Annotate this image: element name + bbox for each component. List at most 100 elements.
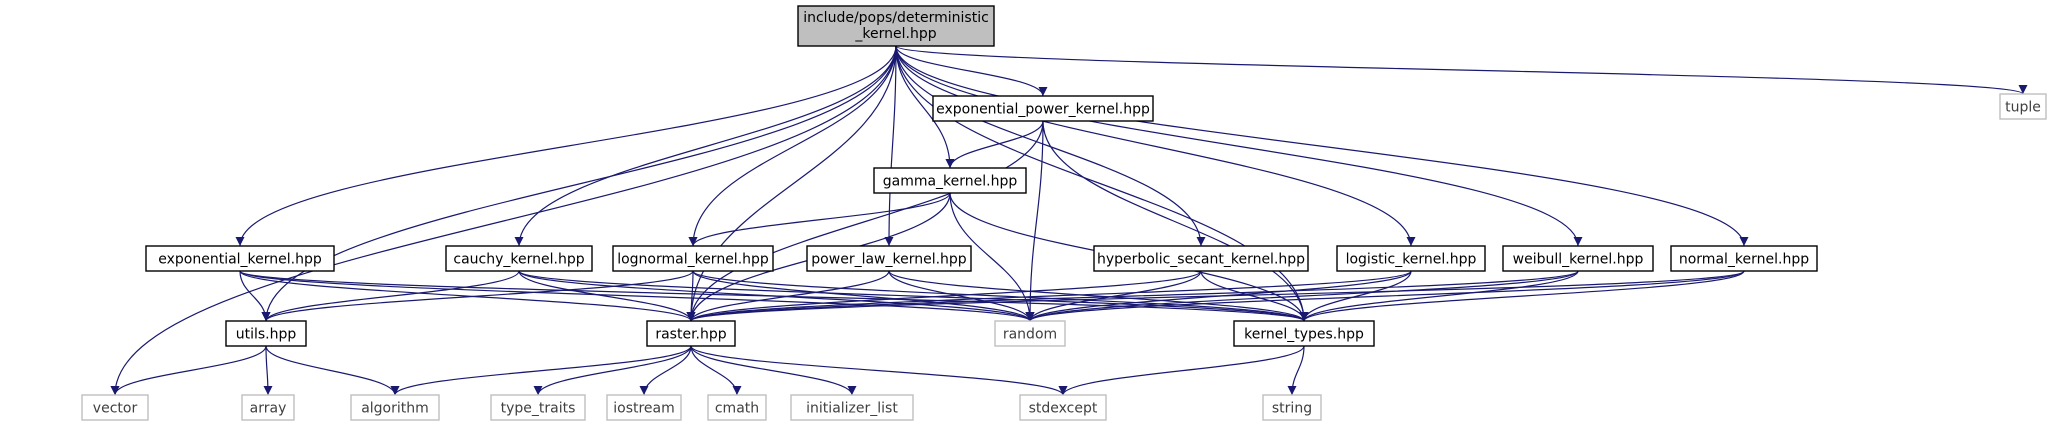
edge-lognormal-kernel-to-random — [692, 270, 1035, 322]
edge-raster-to-cmath — [690, 345, 742, 396]
edge-weibull-kernel-to-raster — [686, 270, 1579, 322]
node-label-iostream: iostream — [613, 401, 675, 417]
node-array[interactable]: array — [241, 394, 295, 421]
edge-deterministic-kernel-to-exponential-kernel — [235, 45, 897, 247]
edge-normal-kernel-to-random — [1025, 270, 1745, 322]
node-initializer-list[interactable]: initializer_list — [790, 394, 914, 421]
node-utils[interactable]: utils.hpp — [225, 320, 307, 347]
node-raster[interactable]: raster.hpp — [646, 320, 736, 347]
edge-weibull-kernel-to-kernel-types — [1299, 270, 1579, 322]
node-type-traits[interactable]: type_traits — [490, 394, 586, 421]
node-label-weibull-kernel: weibull_kernel.hpp — [1513, 252, 1644, 268]
edge-deterministic-kernel-to-vector — [110, 45, 897, 396]
edge-normal-kernel-to-raster — [686, 270, 1745, 322]
edge-deterministic-kernel-to-cauchy-kernel — [514, 45, 897, 247]
edge-deterministic-kernel-to-lognormal-kernel — [688, 45, 897, 247]
edge-deterministic-kernel-to-power-law-kernel — [884, 45, 897, 247]
node-label-initializer-list: initializer_list — [806, 401, 898, 417]
edge-raster-to-stdexcept — [690, 345, 1068, 396]
node-kernel-types[interactable]: kernel_types.hpp — [1233, 320, 1375, 347]
node-weibull-kernel[interactable]: weibull_kernel.hpp — [1502, 245, 1654, 272]
node-exponential-power-kernel[interactable]: exponential_power_kernel.hpp — [932, 95, 1154, 122]
edge-cauchy-kernel-to-kernel-types — [518, 270, 1309, 322]
node-label-random: random — [1003, 327, 1057, 343]
edge-exponential-power-kernel-to-gamma-kernel — [945, 120, 1044, 169]
edge-deterministic-kernel-to-utils — [261, 45, 897, 322]
node-vector[interactable]: vector — [81, 394, 149, 421]
node-string[interactable]: string — [1262, 394, 1322, 421]
node-label-gamma-kernel: gamma_kernel.hpp — [883, 174, 1018, 190]
edge-deterministic-kernel-to-hyperbolic-secant-kernel — [895, 45, 1206, 247]
edge-lognormal-kernel-to-utils — [261, 270, 694, 322]
edge-weibull-kernel-to-random — [1025, 270, 1579, 322]
node-algorithm[interactable]: algorithm — [350, 394, 440, 421]
edge-utils-to-array — [263, 345, 273, 396]
node-label-type-traits: type_traits — [501, 401, 576, 417]
edge-normal-kernel-to-kernel-types — [1299, 270, 1745, 322]
edge-raster-to-iostream — [639, 345, 692, 396]
node-label-stdexcept: stdexcept — [1029, 401, 1098, 417]
node-label-hyperbolic-secant-kernel: hyperbolic_secant_kernel.hpp — [1097, 252, 1305, 268]
edge-raster-to-initializer-list — [690, 345, 857, 396]
edge-utils-to-vector — [110, 345, 267, 396]
node-stdexcept[interactable]: stdexcept — [1019, 394, 1107, 421]
node-label-utils: utils.hpp — [236, 327, 297, 343]
node-hyperbolic-secant-kernel[interactable]: hyperbolic_secant_kernel.hpp — [1093, 245, 1309, 272]
node-label-exponential-power-kernel: exponential_power_kernel.hpp — [936, 102, 1150, 118]
node-label-array: array — [250, 401, 287, 417]
node-label-tuple: tuple — [2005, 100, 2041, 116]
node-tuple[interactable]: tuple — [1999, 93, 2047, 120]
node-label-lognormal-kernel: lognormal_kernel.hpp — [617, 252, 769, 268]
edge-exponential-kernel-to-utils — [239, 270, 271, 322]
node-label-exponential-kernel: exponential_kernel.hpp — [158, 252, 322, 268]
edge-cauchy-kernel-to-raster — [518, 270, 696, 322]
node-label-raster: raster.hpp — [655, 327, 726, 343]
node-label-cauchy-kernel: cauchy_kernel.hpp — [453, 252, 584, 268]
edge-exponential-power-kernel-to-kernel-types — [1042, 120, 1309, 322]
edge-kernel-types-to-string — [1287, 345, 1305, 396]
file-nodes: include/pops/deterministic_kernel.hpptup… — [81, 5, 2047, 421]
node-lognormal-kernel[interactable]: lognormal_kernel.hpp — [612, 245, 774, 272]
node-label-vector: vector — [93, 401, 138, 417]
node-label-power-law-kernel: power_law_kernel.hpp — [811, 252, 967, 268]
node-logistic-kernel[interactable]: logistic_kernel.hpp — [1336, 245, 1486, 272]
edge-cauchy-kernel-to-random — [518, 270, 1035, 322]
node-random[interactable]: random — [994, 320, 1066, 347]
node-label-cmath: cmath — [715, 401, 759, 417]
node-exponential-kernel[interactable]: exponential_kernel.hpp — [145, 245, 335, 272]
node-normal-kernel[interactable]: normal_kernel.hpp — [1670, 245, 1818, 272]
edge-deterministic-kernel-to-logistic-kernel — [895, 45, 1416, 247]
edge-deterministic-kernel-to-kernel-types — [895, 45, 1309, 322]
node-power-law-kernel[interactable]: power_law_kernel.hpp — [806, 245, 972, 272]
node-label-deterministic-kernel: _kernel.hpp — [854, 26, 936, 42]
edge-exponential-kernel-to-random — [239, 270, 1035, 322]
node-label-logistic-kernel: logistic_kernel.hpp — [1346, 252, 1477, 268]
edge-gamma-kernel-to-lognormal-kernel — [688, 192, 951, 247]
node-label-algorithm: algorithm — [361, 401, 429, 417]
edge-raster-to-type-traits — [533, 345, 692, 396]
node-cmath[interactable]: cmath — [707, 394, 767, 421]
edge-deterministic-kernel-to-normal-kernel — [895, 45, 1749, 247]
edge-power-law-kernel-to-kernel-types — [888, 270, 1309, 322]
edge-hyperbolic-secant-kernel-to-raster — [686, 270, 1202, 322]
edge-deterministic-kernel-to-tuple — [895, 45, 2028, 95]
edge-logistic-kernel-to-raster — [686, 270, 1412, 322]
edge-utils-to-algorithm — [265, 345, 400, 396]
node-deterministic-kernel[interactable]: include/pops/deterministic_kernel.hpp — [797, 5, 995, 47]
node-iostream[interactable]: iostream — [606, 394, 682, 421]
node-gamma-kernel[interactable]: gamma_kernel.hpp — [873, 167, 1027, 194]
node-label-normal-kernel: normal_kernel.hpp — [1679, 252, 1809, 268]
edge-lognormal-kernel-to-kernel-types — [692, 270, 1309, 322]
edge-kernel-types-to-stdexcept — [1058, 345, 1305, 396]
node-cauchy-kernel[interactable]: cauchy_kernel.hpp — [445, 245, 593, 272]
edge-raster-to-algorithm — [390, 345, 692, 396]
edge-power-law-kernel-to-random — [888, 270, 1035, 322]
edge-power-law-kernel-to-raster — [686, 270, 890, 322]
dependency-edges — [110, 45, 2028, 396]
edge-exponential-kernel-to-raster — [239, 270, 696, 322]
node-label-string: string — [1272, 401, 1312, 417]
edge-cauchy-kernel-to-utils — [261, 270, 520, 322]
node-label-kernel-types: kernel_types.hpp — [1244, 327, 1364, 343]
edge-deterministic-kernel-to-gamma-kernel — [895, 45, 955, 169]
